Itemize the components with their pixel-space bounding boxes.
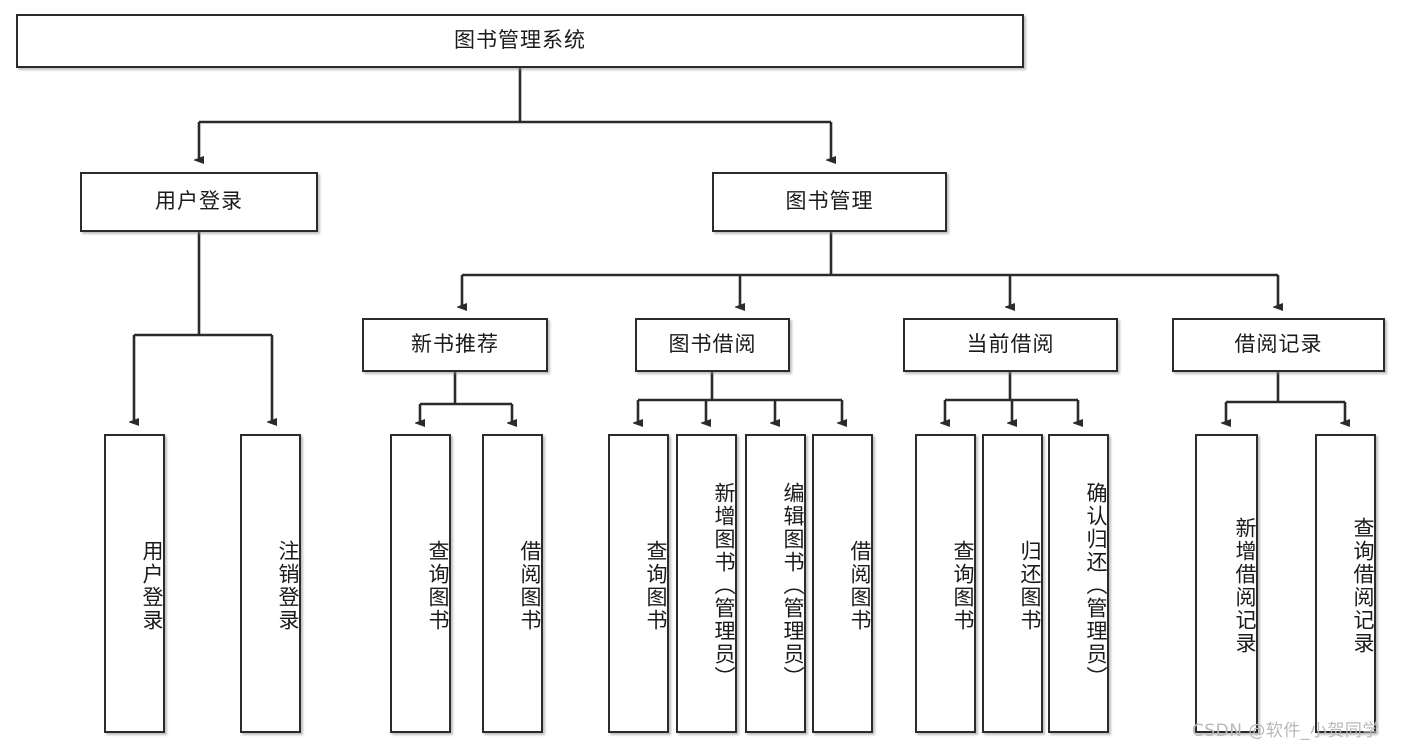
node-leaf-return-book[interactable]: 归还图书 [982,434,1043,733]
node-borrow-record[interactable]: 借阅记录 [1172,318,1385,372]
edge-group-user-login [134,232,272,422]
node-leaf-query-book-cur[interactable]: 查询图书 [915,434,976,733]
node-leaf-query-book-borrow[interactable]: 查询图书 [608,434,669,733]
node-label: 图书管理 [785,189,874,214]
csdn-watermark: CSDN @软件_小贺同学 [1192,721,1380,741]
node-label: 查询图书 [951,539,975,632]
node-leaf-user-login[interactable]: 用户登录 [104,434,165,733]
node-label: 图书管理系统 [454,28,586,53]
node-label: 借阅记录 [1234,332,1323,357]
node-label: 借阅图书 [518,539,542,632]
node-label: 新增借阅记录 [1233,516,1257,655]
node-label: 当前借阅 [966,332,1055,357]
edge-group-current-borrow [945,372,1078,423]
node-root-system[interactable]: 图书管理系统 [16,14,1024,68]
node-leaf-borrow-book[interactable]: 借阅图书 [812,434,873,733]
node-label: 借阅图书 [848,539,872,632]
node-user-login[interactable]: 用户登录 [80,172,318,232]
node-label: 编辑图书（管理员） [781,482,805,689]
node-leaf-user-logout[interactable]: 注销登录 [240,434,301,733]
edge-group-book-borrow [638,372,842,423]
node-label: 查询图书 [644,539,668,632]
node-label: 新增图书（管理员） [712,482,736,689]
node-leaf-edit-book[interactable]: 编辑图书（管理员） [745,434,806,733]
node-label: 注销登录 [276,539,300,632]
edge-group-book-manage [462,232,1278,307]
node-label: 查询借阅记录 [1351,516,1375,655]
node-leaf-add-borrow-record[interactable]: 新增借阅记录 [1195,434,1258,733]
node-label: 用户登录 [155,189,243,214]
node-leaf-borrow-book-rec[interactable]: 借阅图书 [482,434,543,733]
node-current-borrow[interactable]: 当前借阅 [903,318,1118,372]
node-book-borrow[interactable]: 图书借阅 [635,318,790,372]
node-leaf-add-book[interactable]: 新增图书（管理员） [676,434,737,733]
node-book-manage[interactable]: 图书管理 [712,172,947,232]
edge-group-root [199,68,831,160]
node-label: 用户登录 [140,539,164,632]
node-new-book-rec[interactable]: 新书推荐 [362,318,548,372]
node-label: 归还图书 [1018,539,1042,632]
node-leaf-query-borrow-record[interactable]: 查询借阅记录 [1315,434,1376,733]
edge-group-new-book-rec [420,372,512,423]
node-label: 图书借阅 [668,332,757,357]
node-label: 查询图书 [426,539,450,632]
node-label: 新书推荐 [411,332,499,357]
edge-group-borrow-record [1226,372,1345,423]
node-label: 确认归还（管理员） [1084,482,1108,689]
node-leaf-query-book-rec[interactable]: 查询图书 [390,434,451,733]
node-leaf-confirm-return[interactable]: 确认归还（管理员） [1048,434,1109,733]
